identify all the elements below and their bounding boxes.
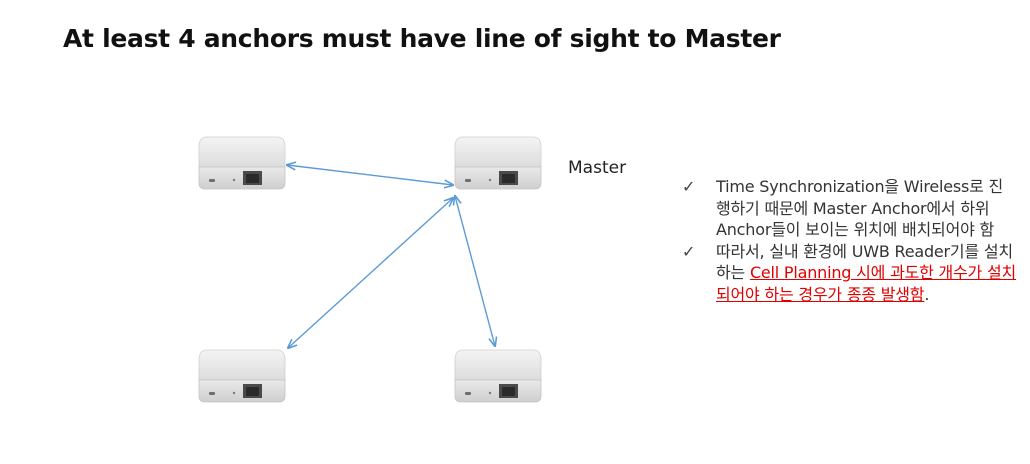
los-arrow-top-left (287, 165, 453, 185)
slide-title: At least 4 anchors must have line of sig… (63, 24, 781, 53)
check-icon: ✓ (682, 177, 696, 196)
master-label: Master (568, 158, 627, 178)
anchor-device-bottom-left (198, 349, 286, 403)
check-icon: ✓ (682, 241, 696, 261)
anchor-device-bottom-right (454, 349, 542, 403)
los-arrow-bottom-right (455, 196, 495, 346)
note-item: ✓ 따라서, 실내 환경에 UWB Reader기를 설치하는 Cell Pla… (682, 241, 1017, 306)
los-arrow-bottom-left (288, 198, 453, 348)
note-highlight: Cell Planning 시에 과도한 개수가 설치되어야 하는 경우가 종종… (716, 263, 1016, 304)
anchor-device-top-left (198, 136, 286, 190)
anchor-device-master (454, 136, 542, 190)
note-text: 따라서, 실내 환경에 UWB Reader기를 설치하는 (716, 241, 1013, 283)
note-item: ✓ Time Synchronization을 Wireless로 진행하기 때… (682, 176, 1017, 241)
note-text-end: . (924, 284, 930, 304)
note-text: Time Synchronization을 Wireless로 진행하기 때문에… (716, 177, 1004, 239)
notes-list: ✓ Time Synchronization을 Wireless로 진행하기 때… (682, 176, 1017, 305)
